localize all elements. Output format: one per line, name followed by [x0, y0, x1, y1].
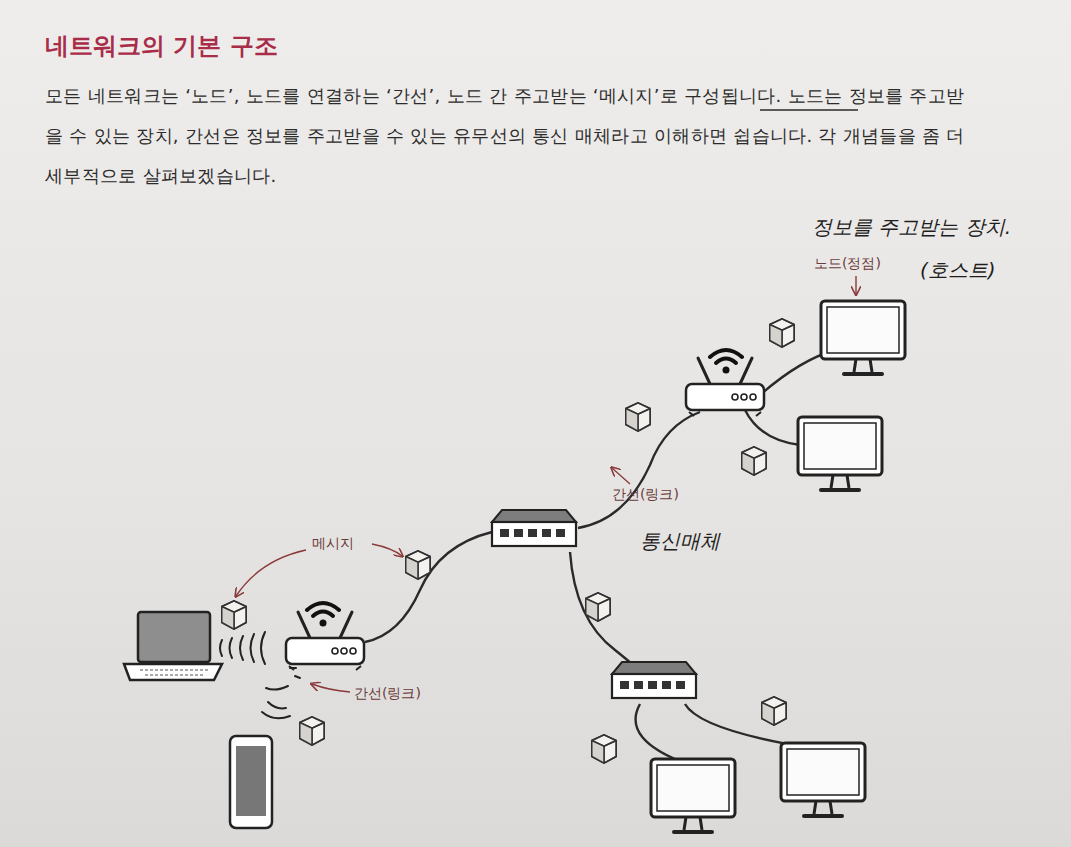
- leader-arrows: [236, 276, 856, 692]
- edge-label: 간선(링크): [612, 486, 679, 504]
- monitor: [798, 417, 882, 490]
- wifi-symbol: [710, 350, 742, 374]
- leader-arrow: [236, 550, 306, 596]
- router: [286, 612, 364, 670]
- switch: [612, 662, 696, 698]
- body-text: 모든 네트워크는 ‘노드’, 노드를 연결하는 ‘간선’, 노드 간 주고받는 …: [45, 76, 980, 196]
- handwritten-note: 통신매체: [640, 528, 720, 555]
- switch: [492, 510, 576, 546]
- message-packet: [770, 319, 794, 347]
- message-packet: [406, 551, 430, 579]
- cable: [685, 704, 810, 748]
- router: [686, 358, 764, 416]
- cable: [636, 704, 690, 765]
- node-label: 노드(정점): [814, 255, 881, 273]
- message-packet: [762, 697, 786, 725]
- laptop: [124, 612, 222, 680]
- wifi-symbol: [307, 603, 339, 627]
- leader-arrow: [312, 684, 350, 692]
- cable: [745, 410, 800, 445]
- message-packet: [592, 735, 616, 763]
- monitor: [821, 301, 905, 374]
- message-packet: [742, 447, 766, 475]
- heading: 네트워크의 기본 구조: [45, 30, 278, 62]
- leader-arrow: [612, 468, 630, 484]
- pen-underline: [760, 109, 858, 110]
- edge-label: 간선(링크): [354, 685, 421, 703]
- message-packet: [300, 717, 324, 745]
- leader-arrow: [372, 544, 402, 556]
- monitor: [651, 759, 735, 832]
- cables: [365, 350, 835, 765]
- cable: [365, 532, 492, 642]
- leader-arrow: [855, 276, 856, 294]
- smartphone: [230, 736, 272, 828]
- cable: [570, 552, 632, 664]
- message-packet: [626, 403, 650, 431]
- handwritten-note: (호스트): [920, 257, 996, 284]
- handwritten-note: 정보를 주고받는 장치.: [812, 214, 1011, 241]
- message-label: 메시지: [312, 535, 354, 553]
- monitor: [781, 743, 865, 816]
- message-packet: [586, 593, 610, 621]
- message-packet: [222, 601, 246, 629]
